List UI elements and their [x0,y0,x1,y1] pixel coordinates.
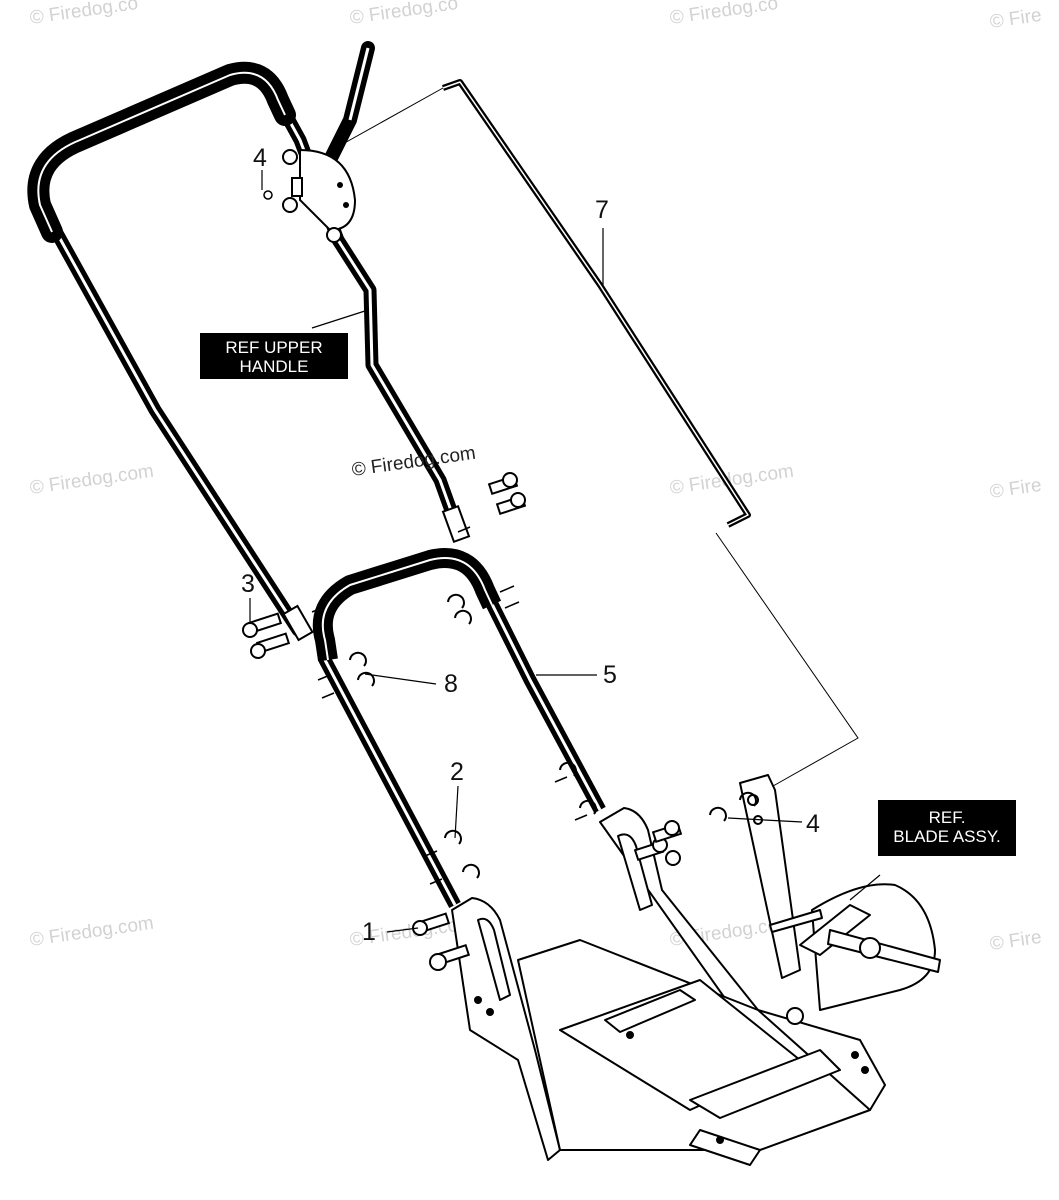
upper-handle [27,61,471,642]
clip-2 [444,829,480,879]
leader-1 [386,927,419,933]
callout-5: 5 [603,661,617,689]
hardware [242,472,757,971]
callout-7: 7 [595,196,609,224]
control-cable [331,79,859,791]
bolt-right-3 [665,850,681,866]
leader-ref-upper [311,309,369,329]
bolt-right-2 [651,820,683,844]
ref-blade-assy-label: REF. BLADE ASSY. [878,800,1016,856]
bolt-upper-handle-2 [495,492,527,516]
ref-upper-handle-line2: HANDLE [239,357,309,376]
leader-2 [454,785,459,839]
callout-2: 2 [450,758,464,786]
ref-blade-assy-line1: REF. [928,808,966,827]
callout-4-top: 4 [253,144,267,172]
leader-4-right [727,817,803,823]
bolt-1-lower [429,944,471,971]
leader-ref-blade [849,874,881,901]
ref-upper-handle-line1: REF UPPER [225,338,323,357]
blade-assembly [739,774,941,1011]
bolt-upper-handle-1 [487,472,519,496]
callout-3: 3 [241,570,255,598]
lower-handle [312,548,606,909]
bolt-1-upper [412,912,451,936]
ref-blade-assy-line2: BLADE ASSY. [893,827,1001,846]
callout-4-right: 4 [806,810,820,838]
bolt-3-lower [250,632,291,659]
callout-1: 1 [362,918,376,946]
ref-upper-handle-label: REF UPPER HANDLE [200,333,348,379]
handle-bracket-frame [451,807,886,1166]
clip-4-right [709,791,757,822]
leader-lines [249,170,881,933]
clip-lower-right [559,761,597,815]
control-lever [263,41,375,243]
callout-8: 8 [444,670,458,698]
bolt-3-upper [242,612,283,638]
leader-8 [364,673,437,685]
clip-8-upper [349,651,375,687]
clip-lower-handle-top [447,593,472,625]
